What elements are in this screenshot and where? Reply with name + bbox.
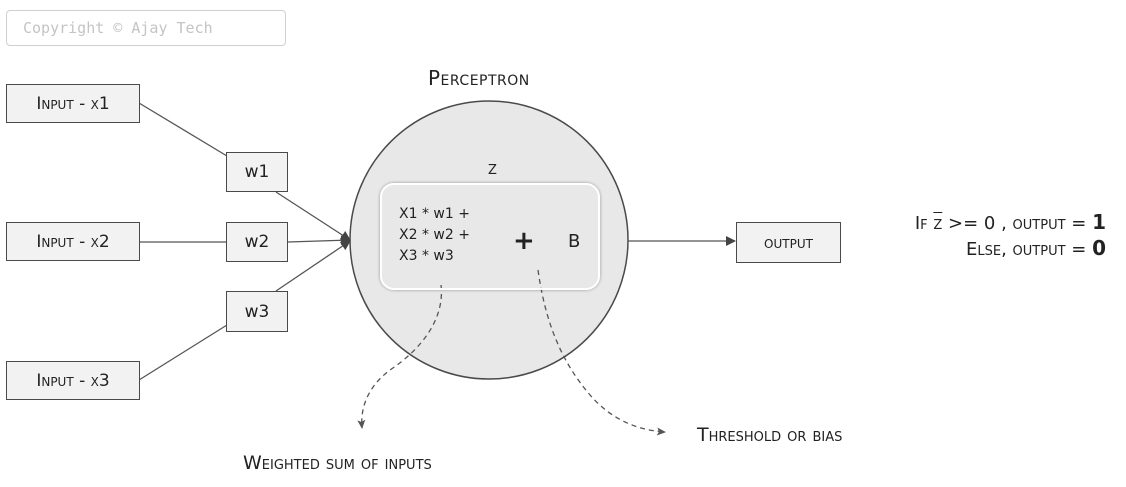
z-bar-symbol: z bbox=[933, 213, 943, 234]
input-x3-box: Input - x3 bbox=[6, 361, 140, 400]
sum-term-2: X2 * w2 + bbox=[399, 227, 470, 243]
weight-w2-box: w2 bbox=[226, 222, 288, 262]
threshold-callout: Threshold or bias bbox=[697, 424, 843, 446]
copyright-badge: Copyright © Ajay Tech bbox=[6, 10, 286, 46]
sum-term-3: X3 * w3 bbox=[399, 248, 454, 264]
perceptron-title: Perceptron bbox=[428, 66, 530, 90]
rule-condition: >= 0 , output = bbox=[948, 213, 1087, 234]
plus-sign: + bbox=[513, 226, 535, 256]
activation-rule: If z >= 0 , output = 1 Else, output = 0 bbox=[806, 210, 1106, 260]
weight-w1-box: w1 bbox=[226, 152, 288, 192]
bias-label: B bbox=[568, 231, 581, 252]
z-label: z bbox=[488, 158, 497, 179]
input-x2-box: Input - x2 bbox=[6, 222, 140, 261]
arrow-w3-perceptron bbox=[275, 240, 351, 292]
weighted-sum-bias-box bbox=[380, 183, 600, 290]
weighted-sum-callout: Weighted sum of inputs bbox=[243, 452, 432, 474]
arrow-w1-perceptron bbox=[275, 191, 351, 241]
sum-term-1: X1 * w1 + bbox=[399, 206, 470, 222]
arrow-w2-perceptron bbox=[287, 235, 351, 246]
rule-line-1: If z >= 0 , output = 1 bbox=[806, 210, 1106, 234]
rule-if: If bbox=[914, 213, 928, 234]
rule-else: Else, output = bbox=[966, 239, 1087, 260]
callout-threshold-curve bbox=[537, 269, 666, 436]
line-x1-w1 bbox=[138, 102, 228, 157]
weighted-sum-terms: X1 * w1 + X2 * w2 + X3 * w3 bbox=[399, 204, 470, 267]
rule-line-2: Else, output = 0 bbox=[806, 236, 1106, 260]
output-box: output bbox=[736, 222, 841, 263]
input-x1-box: Input - x1 bbox=[6, 84, 140, 123]
callout-weighted-sum-curve bbox=[357, 284, 443, 429]
line-x3-w3 bbox=[138, 324, 228, 381]
weight-w3-box: w3 bbox=[226, 291, 288, 332]
rule-output-zero: 0 bbox=[1092, 236, 1106, 260]
rule-output-one: 1 bbox=[1092, 210, 1106, 234]
